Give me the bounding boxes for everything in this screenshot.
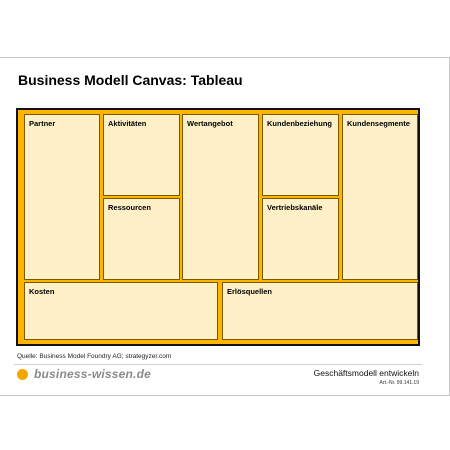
block-vertriebskanaele: Vertriebskanäle: [262, 198, 339, 280]
block-kosten: Kosten: [24, 282, 218, 340]
source-note: Quelle: Business Model Foundry AG; strat…: [17, 353, 172, 360]
block-partner-label: Partner: [29, 119, 56, 128]
block-aktivitaeten-label: Aktivitäten: [108, 119, 147, 128]
logo-dot-icon: [17, 368, 28, 380]
block-kundensegmente: Kundensegmente: [342, 114, 418, 280]
block-erloesquellen: Erlösquellen: [222, 282, 418, 340]
block-aktivitaeten: Aktivitäten: [103, 114, 180, 196]
block-kosten-label: Kosten: [29, 287, 55, 296]
page-title: Business Modell Canvas: Tableau: [18, 72, 243, 88]
logo-text: business-wissen.de: [34, 367, 151, 381]
block-partner: Partner: [24, 114, 100, 280]
block-kundenbeziehung-label: Kundenbeziehung: [267, 119, 332, 128]
footer-tagline: Geschäftsmodell entwickeln: [313, 368, 419, 378]
footer-divider: [14, 364, 422, 365]
block-kundenbeziehung: Kundenbeziehung: [262, 114, 339, 196]
brand-logo: business-wissen.de: [17, 367, 151, 381]
block-ressourcen: Ressourcen: [103, 198, 180, 280]
business-model-canvas: Partner Aktivitäten Ressourcen Wertangeb…: [16, 108, 420, 346]
block-wertangebot-label: Wertangebot: [187, 119, 233, 128]
block-vertriebskanaele-label: Vertriebskanäle: [267, 203, 323, 212]
article-number: Art.-Nr. 99.141.19: [379, 380, 419, 386]
block-kundensegmente-label: Kundensegmente: [347, 119, 410, 128]
block-erloesquellen-label: Erlösquellen: [227, 287, 273, 296]
block-ressourcen-label: Ressourcen: [108, 203, 151, 212]
block-wertangebot: Wertangebot: [182, 114, 259, 280]
